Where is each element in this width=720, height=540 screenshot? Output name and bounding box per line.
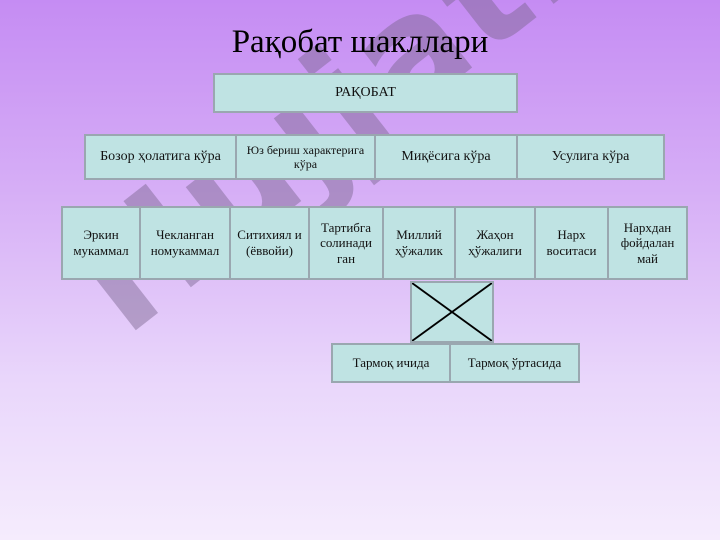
type-price-means: Нарх воситаси bbox=[534, 206, 609, 280]
category-occurrence-character: Юз бериш характерига кўра bbox=[235, 134, 376, 180]
type-non-price: Нархдан фойдалан май bbox=[607, 206, 688, 280]
cross-connector bbox=[410, 281, 494, 343]
sub-between-industries: Тармоқ ўртасида bbox=[449, 343, 580, 383]
sub-within-industry: Тармоқ ичида bbox=[331, 343, 451, 383]
type-regulated: Тартибга солинади ган bbox=[308, 206, 384, 280]
type-world-economy: Жаҳон ҳўжалиги bbox=[454, 206, 536, 280]
slide-title: Рақобат шакллари bbox=[231, 24, 489, 60]
root-box: РАҚОБАТ bbox=[213, 73, 518, 113]
category-method: Усулига кўра bbox=[516, 134, 665, 180]
category-scale: Миқёсига кўра bbox=[374, 134, 518, 180]
type-free-perfect: Эркин мукаммал bbox=[61, 206, 141, 280]
type-limited-imperfect: Чекланган номукаммал bbox=[139, 206, 231, 280]
type-national-economy: Миллий ҳўжалик bbox=[382, 206, 456, 280]
category-market-state: Бозор ҳолатига кўра bbox=[84, 134, 237, 180]
type-spontaneous: Ситихиял и (ёввойи) bbox=[229, 206, 310, 280]
cross-icon bbox=[412, 283, 492, 341]
